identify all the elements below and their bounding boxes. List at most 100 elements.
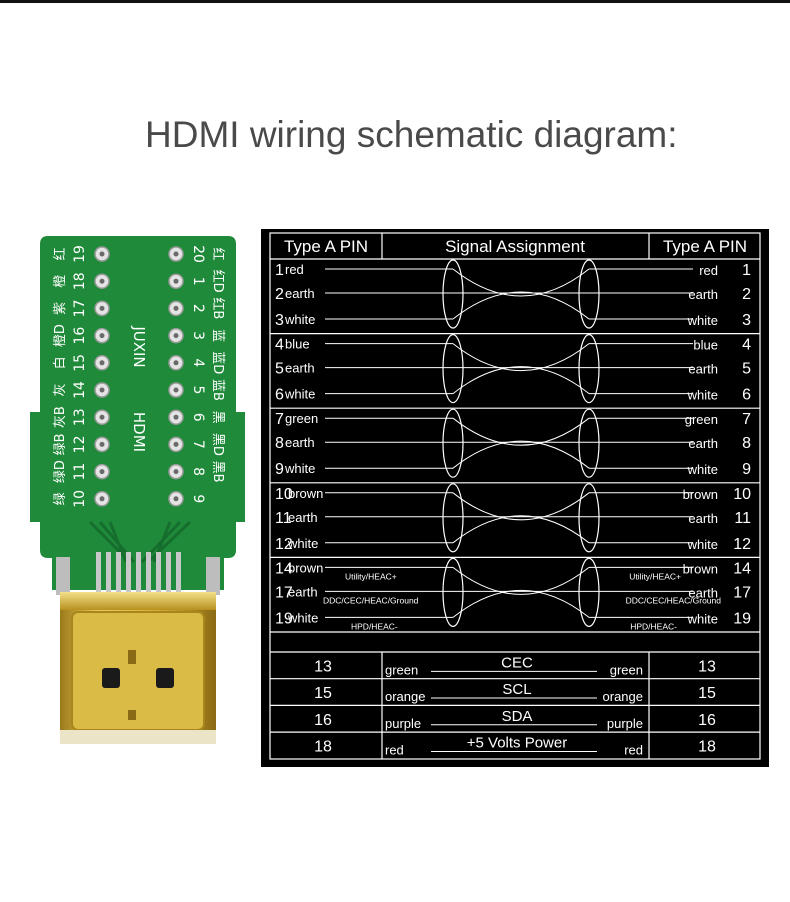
- left-pin-number: 10: [275, 486, 293, 503]
- pin-number-label: 12: [72, 435, 88, 453]
- single-signal-name: SDA: [502, 708, 533, 725]
- pad-hole: [99, 333, 105, 339]
- left-pin-number: 1: [275, 262, 284, 279]
- wire-color-label: 白: [52, 356, 68, 369]
- pad-group: [94, 246, 184, 507]
- wire-color-label: 橙D: [53, 324, 68, 347]
- pad-hole: [99, 496, 105, 502]
- twist-curve: [452, 291, 590, 320]
- pin-number-label: 4: [190, 358, 206, 367]
- left-wire-color: red: [285, 262, 304, 277]
- left-pin-number: 5: [275, 361, 284, 378]
- pin-number-label: 3: [190, 331, 206, 340]
- wire-color-label: 紫: [53, 302, 68, 315]
- twist-curve: [452, 440, 590, 469]
- pad-hole: [173, 441, 179, 447]
- pad-hole: [173, 333, 179, 339]
- right-pin-number: 17: [733, 584, 751, 601]
- pin-number-label: 13: [72, 408, 88, 426]
- pad-hole: [99, 441, 105, 447]
- wire-color-label: 绿B: [53, 433, 68, 455]
- shield-ellipse-right: [578, 483, 600, 553]
- right-wire-color: earth: [688, 436, 718, 451]
- single-wire-color: green: [610, 662, 643, 677]
- header-center: Signal Assignment: [445, 237, 585, 256]
- left-wire-color: white: [287, 536, 318, 551]
- top-border-line: [0, 0, 790, 3]
- pad-hole: [173, 251, 179, 257]
- single-wire-color: orange: [385, 689, 425, 704]
- right-wire-color: earth: [688, 287, 718, 302]
- right-wire-color: white: [687, 388, 718, 403]
- left-wire-color: white: [284, 312, 315, 327]
- shield-ellipse-left: [442, 557, 464, 627]
- board-model-label: HDMI: [130, 412, 148, 452]
- single-pin-number: 13: [698, 658, 716, 675]
- pin-number-label: 14: [72, 381, 88, 399]
- pad-hole: [99, 387, 105, 393]
- pin-number-label: 18: [72, 272, 88, 290]
- header-left: Type A PIN: [284, 237, 368, 256]
- right-wire-color: blue: [693, 338, 718, 353]
- board-brand-label: JUXIN: [130, 325, 148, 367]
- right-pin-number: 5: [742, 361, 751, 378]
- left-wire-color: blue: [285, 337, 310, 352]
- page-title: HDMI wiring schematic diagram:: [145, 114, 678, 155]
- wire-color-label: 蓝: [210, 329, 225, 342]
- wire-color-label: 灰B: [53, 406, 68, 428]
- right-pin-number: 2: [742, 286, 751, 303]
- wire-color-label: 绿: [53, 492, 68, 505]
- left-wire-color: white: [287, 610, 318, 625]
- pin-number-label: 19: [72, 245, 88, 263]
- wire-color-label: 黑B: [210, 461, 225, 483]
- shield-ellipse-right: [578, 259, 600, 329]
- pin-number-label: 20: [190, 245, 206, 263]
- right-wire-color: green: [685, 412, 718, 427]
- pair-signal-label: DDC/CEC/HEAC/Ground: [626, 595, 722, 605]
- twist-curve: [452, 492, 590, 521]
- pair-signal-label: HPD/HEAC-: [351, 621, 398, 631]
- plug-hole-left: [102, 668, 120, 688]
- pad-hole: [173, 360, 179, 366]
- wire-color-label: 红: [52, 247, 68, 260]
- solder-pins: [96, 552, 181, 594]
- pad-hole: [173, 278, 179, 284]
- right-wire-color: white: [687, 313, 718, 328]
- right-wire-color: brown: [683, 487, 718, 502]
- wire-color-label: 红D: [210, 270, 226, 293]
- shield-ellipse-left: [442, 408, 464, 478]
- wire-color-label: 红B: [210, 297, 226, 319]
- left-pin-number: 9: [275, 461, 284, 478]
- twist-curve: [452, 343, 590, 371]
- plug-base: [60, 730, 216, 744]
- plug-hole-right: [156, 668, 174, 688]
- left-wire-color: green: [285, 411, 318, 426]
- pin-number-label: 7: [190, 440, 206, 449]
- pin-number-label: 10: [72, 490, 88, 508]
- right-pin-number: 11: [734, 510, 751, 527]
- left-wire-color: earth: [285, 286, 315, 301]
- right-pin-number: 3: [742, 312, 751, 329]
- single-wire-color: red: [624, 742, 643, 757]
- shield-ellipse-right: [578, 557, 600, 627]
- pad-hole: [99, 360, 105, 366]
- right-pin-number: 10: [733, 486, 751, 503]
- right-wire-color: white: [687, 611, 718, 626]
- pad-hole: [173, 387, 179, 393]
- right-pin-number: 9: [742, 461, 751, 478]
- twist-curve: [452, 366, 590, 394]
- left-pin-number: 3: [275, 312, 284, 329]
- pair-signal-label: HPD/HEAC-: [630, 621, 677, 631]
- pin-number-label: 9: [190, 494, 206, 503]
- plug-notch-top: [128, 650, 136, 664]
- right-pin-number: 19: [733, 610, 751, 627]
- single-pin-number: 16: [314, 712, 332, 729]
- single-wire-color: orange: [603, 689, 643, 704]
- left-wire-color: earth: [288, 584, 318, 599]
- single-pin-number: 16: [698, 712, 716, 729]
- shield-ellipse-right: [578, 408, 600, 478]
- wire-color-label: 绿D: [53, 460, 68, 483]
- pair-signal-label: Utility/HEAC+: [345, 571, 397, 581]
